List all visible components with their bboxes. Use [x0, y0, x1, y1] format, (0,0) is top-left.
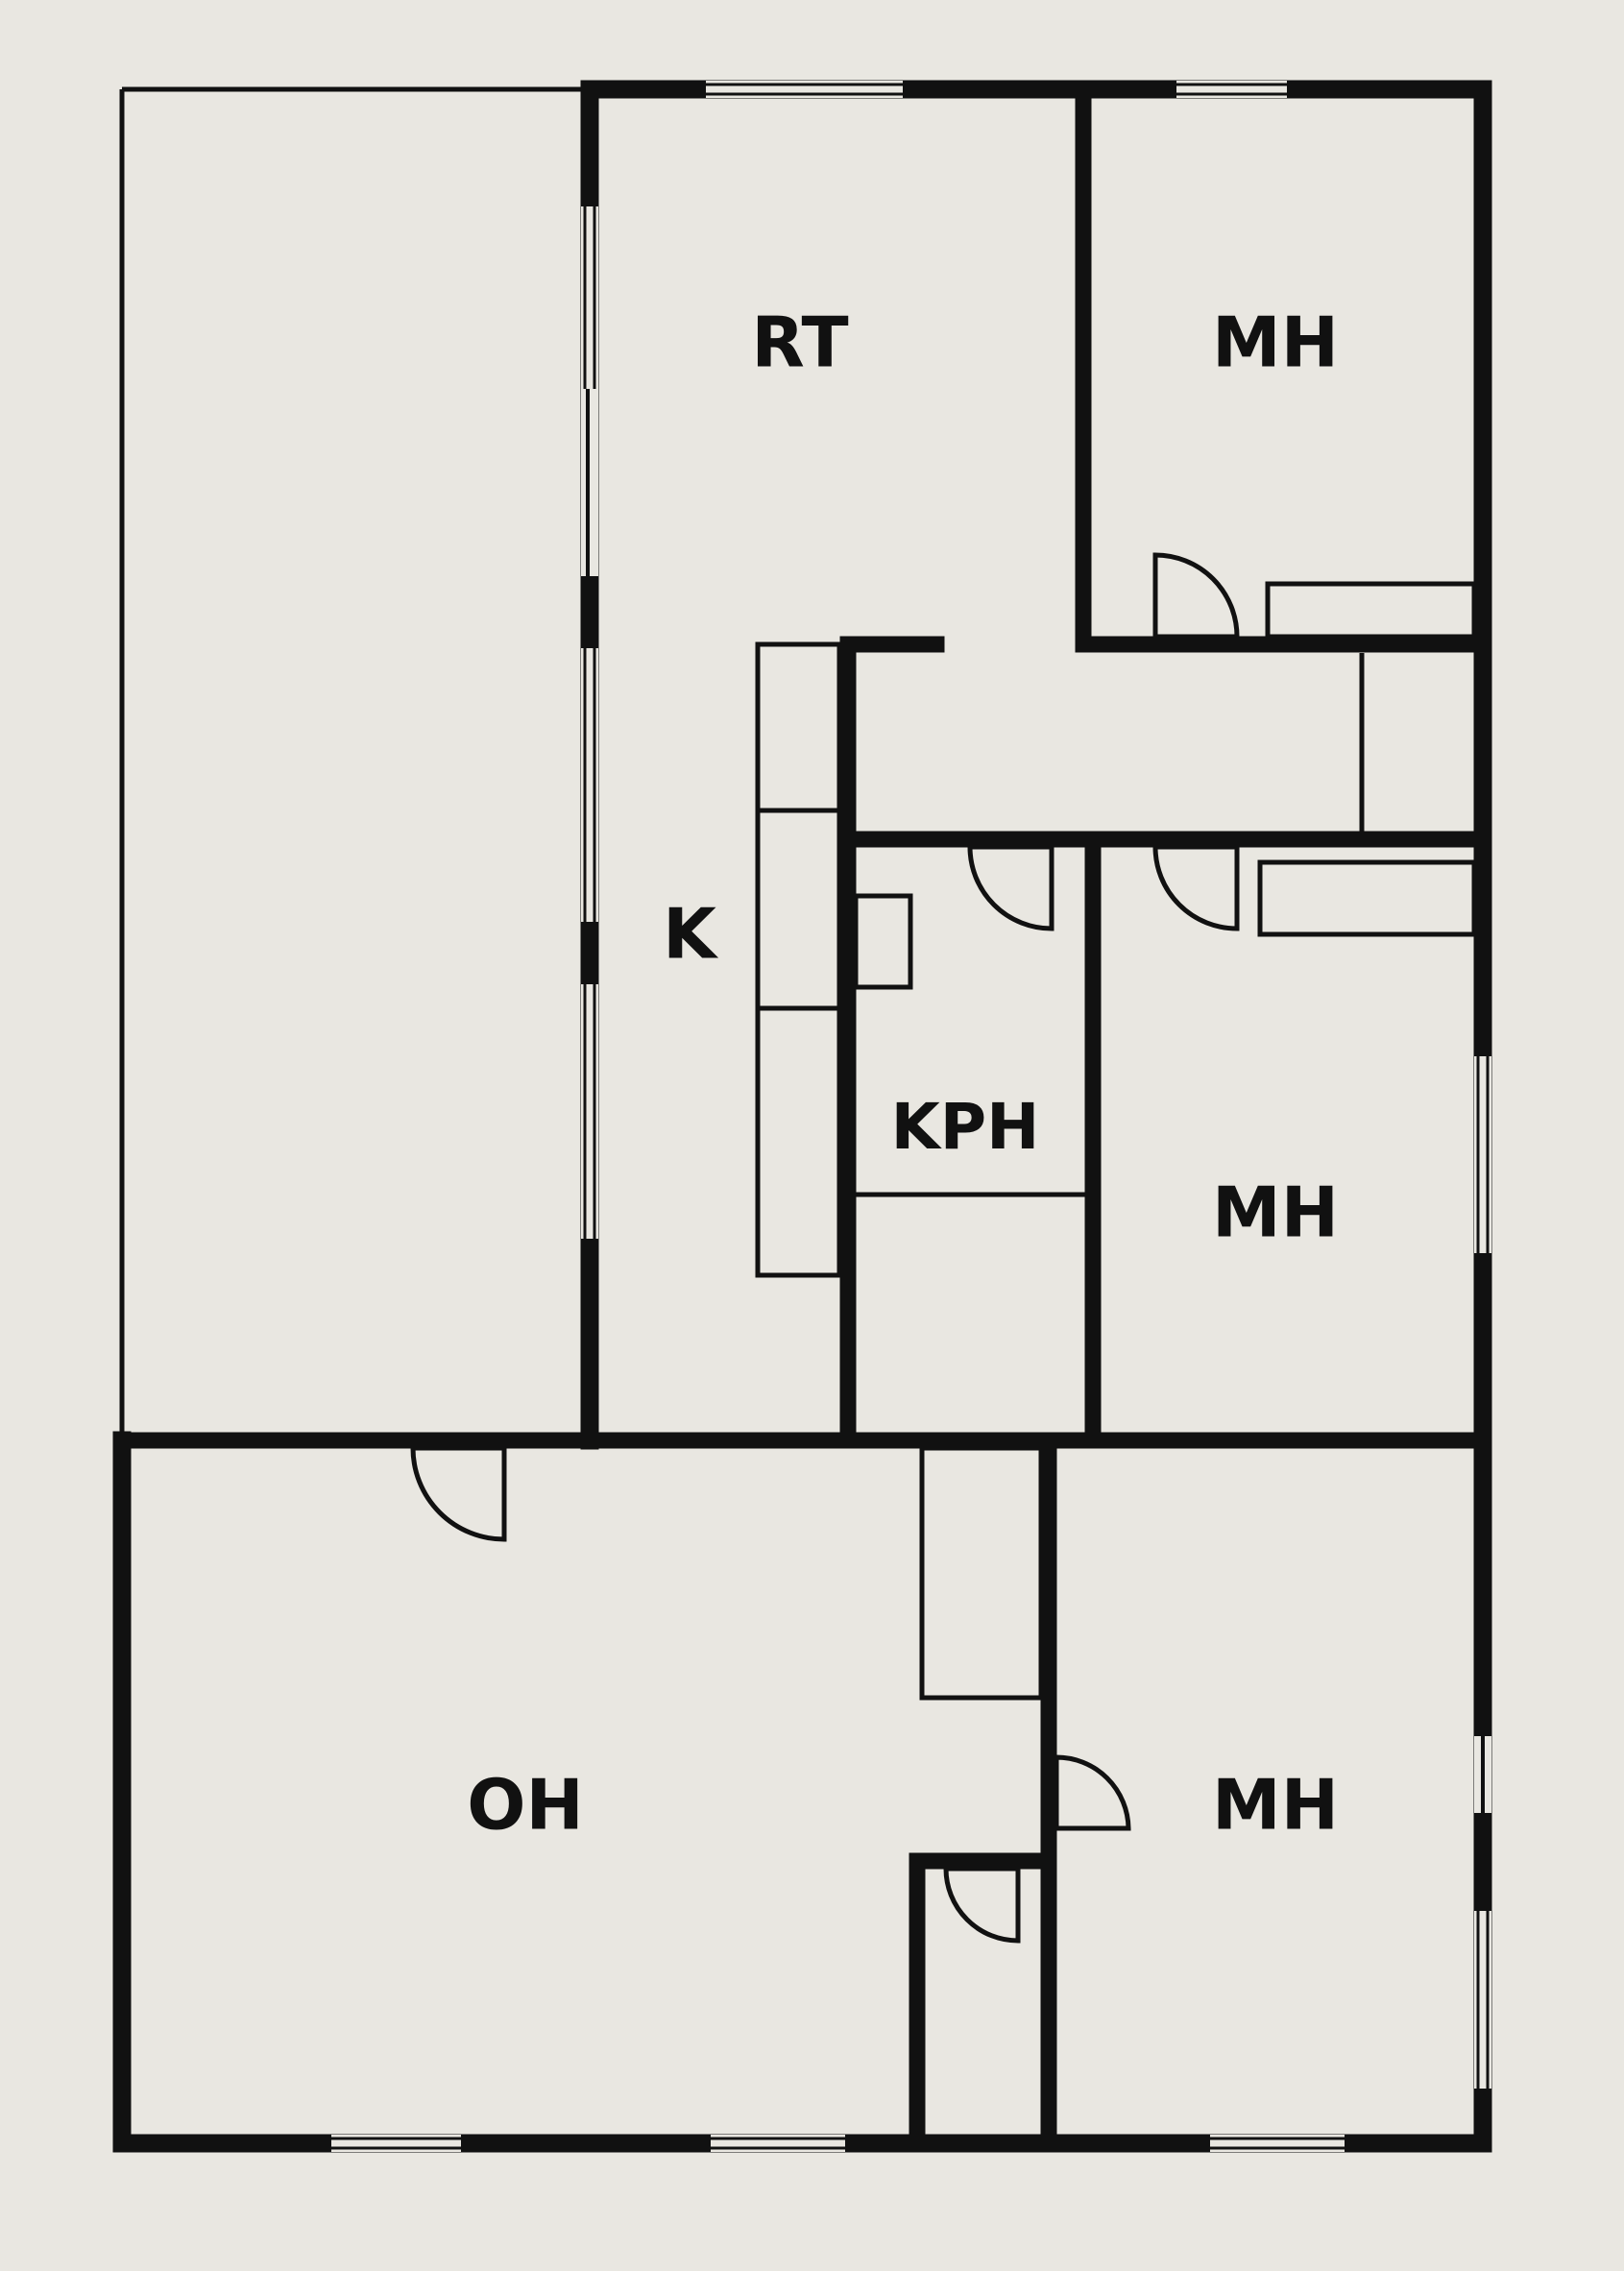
balcony-window-1 [581, 206, 598, 389]
bathroom-fixture [853, 893, 913, 990]
door-lower-bedroom [1054, 1754, 1131, 1831]
closet-middle [1257, 859, 1477, 937]
room-label-oh: OH [467, 1765, 583, 1846]
door-upper-bedroom [1152, 552, 1240, 640]
room-label-mh-top: MH [1212, 302, 1339, 383]
window-bottom-3 [1210, 2135, 1345, 2152]
door-bathroom [967, 844, 1054, 931]
room-label-mh-bottom: MH [1212, 1765, 1339, 1846]
room-label-mh-middle: MH [1212, 1172, 1339, 1253]
window-right-3 [1474, 1911, 1491, 2089]
closet-upper [1265, 581, 1477, 640]
balcony-outline [119, 86, 590, 1440]
room-label-k: K [663, 894, 718, 975]
window-bottom-1 [331, 2135, 461, 2152]
doors [410, 552, 1240, 1944]
room-label-kph: KPH [891, 1090, 1040, 1164]
interior-walls [113, 81, 1491, 2152]
balcony-window-2 [581, 648, 598, 922]
window-right-1 [1474, 1056, 1491, 1253]
kitchen-counter [755, 641, 842, 1278]
closet-living [919, 1445, 1044, 1701]
window-right-2 [1474, 1736, 1491, 1813]
room-label-rt: RT [751, 302, 848, 383]
windows [331, 81, 1491, 2152]
window-bottom-2 [711, 2135, 845, 2152]
fixtures [755, 581, 1477, 1701]
window-top-2 [1176, 81, 1287, 98]
window-top-1 [706, 81, 903, 98]
door-wc [943, 1866, 1021, 1944]
thin-partitions [856, 653, 1365, 1197]
door-entrance [410, 1445, 507, 1542]
balcony-door-opening [581, 389, 598, 576]
balcony-window-3 [581, 984, 598, 1239]
door-middle-bedroom [1152, 844, 1240, 931]
